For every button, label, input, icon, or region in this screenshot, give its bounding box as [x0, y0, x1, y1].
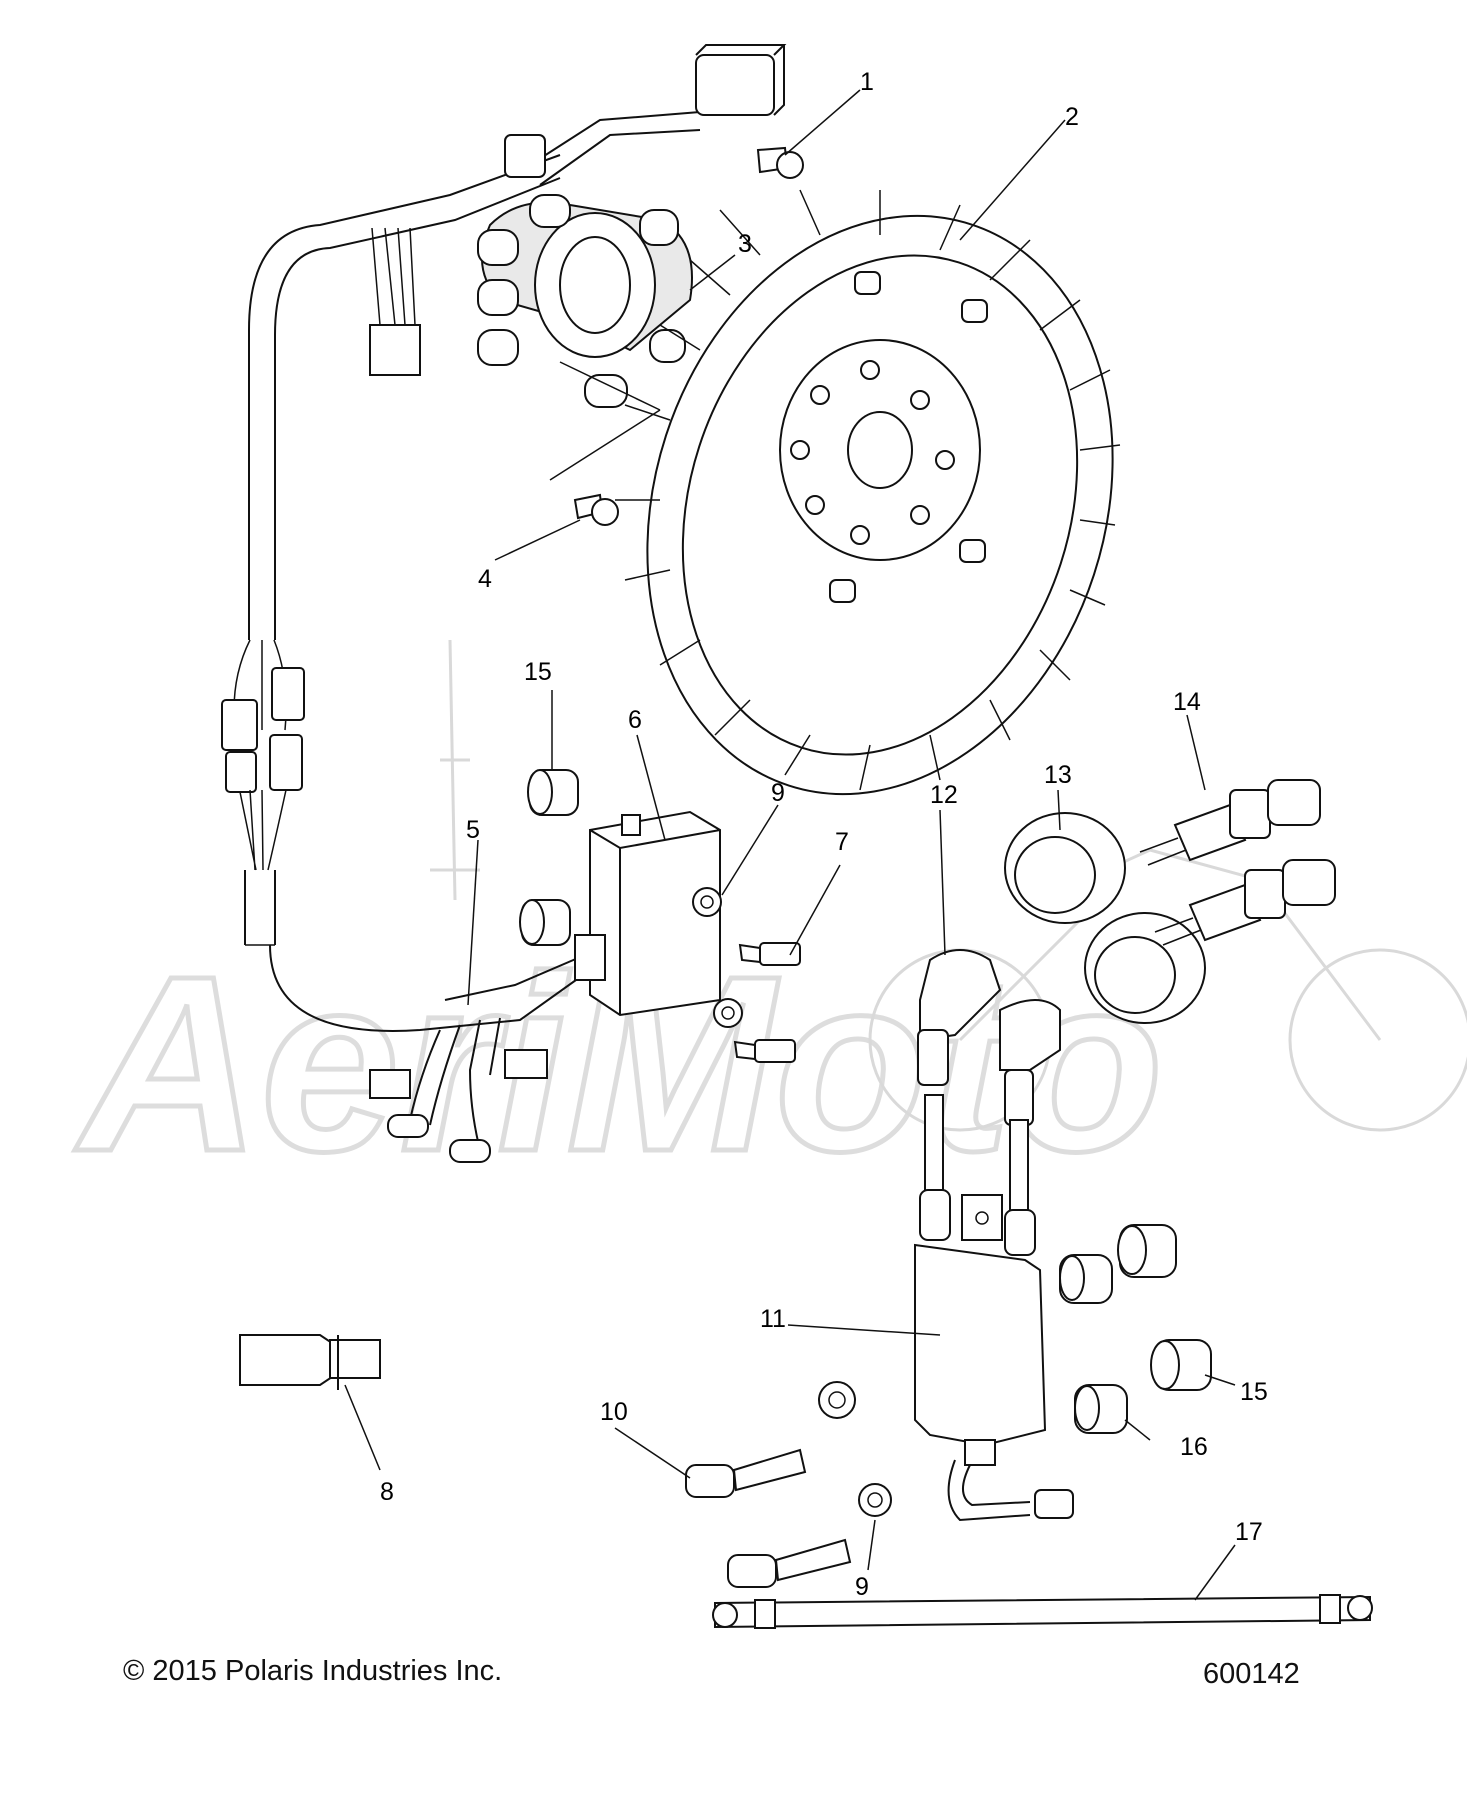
callout-2: 2 — [1065, 103, 1079, 131]
ground-strap-17 — [712, 1594, 1373, 1629]
callout-5: 5 — [466, 816, 480, 844]
star-washer-9-lower — [818, 1381, 892, 1517]
drawing-number: 600142 — [1203, 1658, 1300, 1690]
callout-4: 4 — [478, 565, 492, 593]
harness-connector-block — [695, 54, 775, 116]
callout-15-lower: 15 — [1240, 1378, 1268, 1406]
cdi-box — [589, 810, 721, 1017]
callout-13: 13 — [1044, 761, 1072, 789]
callout-17: 17 — [1235, 1518, 1263, 1546]
callout-10: 10 — [600, 1398, 628, 1426]
callout-9-upper: 9 — [771, 779, 785, 807]
callout-labels: 1 2 3 4 5 6 7 8 9 10 11 12 13 14 15 16 1… — [380, 68, 1268, 1601]
callout-11: 11 — [760, 1305, 786, 1333]
screw-4 — [549, 361, 661, 526]
flywheel — [615, 189, 1121, 796]
callout-3: 3 — [738, 230, 752, 258]
plug-boots-13 — [1004, 812, 1206, 1024]
bolt-7 — [733, 942, 801, 1063]
callout-9-lower: 9 — [855, 1573, 869, 1601]
sub-harness-connector — [574, 934, 606, 981]
stator-plug — [369, 324, 421, 376]
callout-14: 14 — [1173, 688, 1201, 716]
sub-harness — [269, 934, 606, 1163]
grommet-15-upper — [519, 769, 579, 946]
callout-7: 7 — [835, 828, 849, 856]
callout-6: 6 — [628, 706, 642, 734]
terminal-8 — [239, 1334, 381, 1390]
callout-16: 16 — [1180, 1433, 1208, 1461]
temperature-sensors-14 — [1139, 779, 1336, 946]
ignition-coil — [914, 1189, 1074, 1522]
copyright-notice: © 2015 Polaris Industries Inc. — [123, 1655, 503, 1687]
stator — [477, 194, 693, 408]
leader-lines — [344, 89, 1236, 1601]
bolt-10 — [685, 1448, 852, 1588]
callout-12: 12 — [930, 781, 958, 809]
stator-wire-harness — [221, 44, 787, 946]
spark-plug-caps — [917, 949, 1061, 1231]
harness-grommet — [504, 134, 546, 178]
grommets-lower — [1059, 1224, 1212, 1434]
star-washer-9-upper — [692, 887, 743, 1028]
callout-15-upper: 15 — [524, 658, 552, 686]
callout-1: 1 — [860, 68, 874, 96]
callout-8: 8 — [380, 1478, 394, 1506]
screw-1 — [756, 146, 804, 179]
